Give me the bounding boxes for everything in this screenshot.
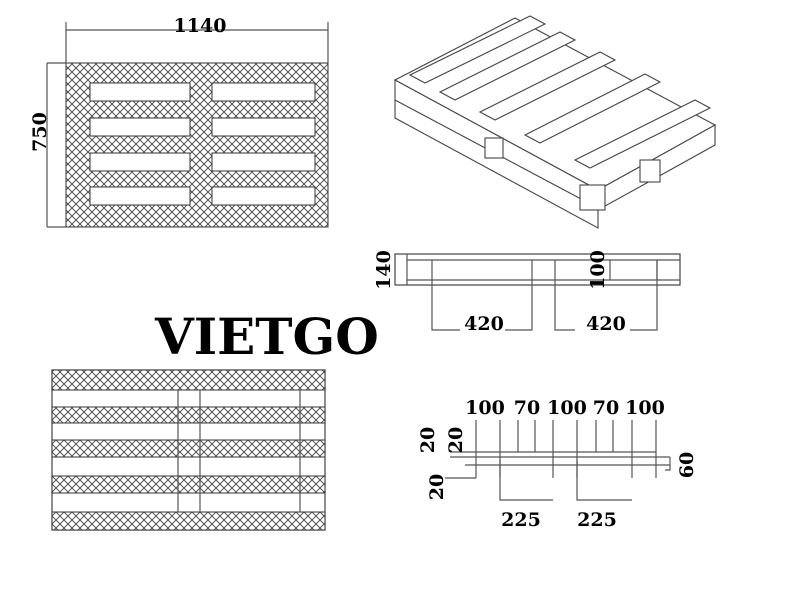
height-label: 140 [373,250,395,290]
width-label: 1140 [174,15,227,37]
top-label: 70 [514,397,540,419]
bottom-view [51,369,326,531]
top-label: 100 [625,397,665,419]
depth-dimension-line [46,62,66,228]
side-view: 140 100 420 420 [373,250,681,335]
left-label: 20 [417,427,439,453]
top-label: 100 [465,397,505,419]
spacing-left-label: 420 [464,313,504,335]
width-dimension-line [65,22,329,63]
bottom-label: 225 [501,509,541,531]
top-deck-slots [89,82,316,206]
right-label: 60 [676,452,698,478]
left-label: 20 [426,474,448,500]
vietgo-logo: VIETGO [154,307,379,366]
top-view: 1140 750 [29,15,329,228]
depth-label: 750 [29,112,51,152]
left-label: 20 [445,427,467,453]
top-label: 100 [547,397,587,419]
bottom-label: 225 [577,509,617,531]
spacing-right-label: 420 [586,313,626,335]
block-label: 100 [587,250,609,290]
end-view-top-labels: 100 70 100 70 100 [465,397,665,419]
top-label: 70 [593,397,619,419]
end-view: 100 70 100 70 100 20 20 20 60 225 225 [417,397,698,531]
isometric-view [393,15,717,229]
